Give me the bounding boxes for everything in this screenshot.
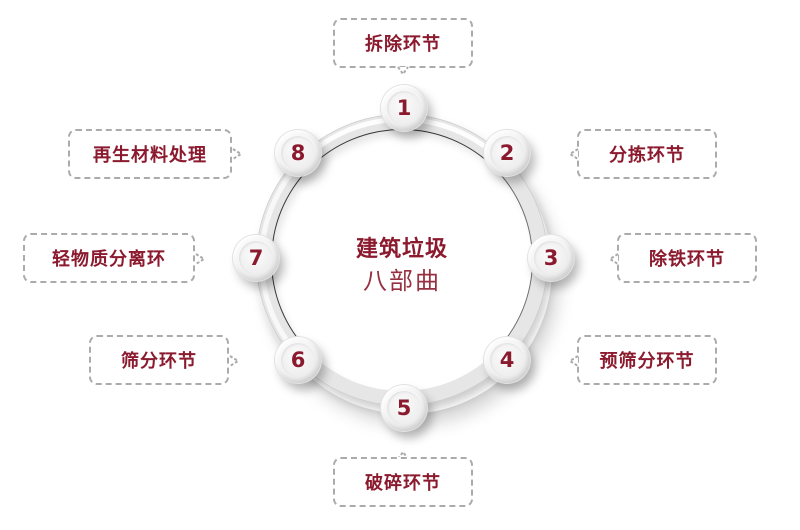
node-step-2: 2 [484, 130, 530, 176]
callout-pointer-down-icon [397, 66, 409, 76]
step-6-label: 筛分环节 [121, 351, 197, 372]
step-4-label: 预筛分环节 [599, 351, 695, 372]
step-7-number: 7 [248, 245, 264, 270]
step-5-label: 破碎环节 [365, 473, 441, 494]
callout-pointer-left-icon [568, 148, 579, 160]
step-7-label: 轻物质分离环 [52, 249, 166, 270]
step-6-number: 6 [290, 347, 306, 372]
callout-step-1: 拆除环节 [333, 18, 473, 68]
step-8-number: 8 [290, 140, 306, 165]
step-8-label: 再生材料处理 [93, 145, 207, 166]
step-3-label: 除铁环节 [649, 249, 725, 270]
step-5-number: 5 [396, 395, 412, 420]
step-4-number: 4 [499, 347, 515, 372]
step-1-number: 1 [396, 95, 412, 120]
callout-step-7: 轻物质分离环 [23, 233, 195, 283]
node-face: 1 [387, 91, 421, 125]
step-2-number: 2 [499, 140, 515, 165]
node-step-4: 4 [484, 337, 530, 383]
node-step-8: 8 [275, 130, 321, 176]
node-step-7: 7 [233, 235, 279, 281]
node-step-5: 5 [381, 385, 427, 431]
step-2-label: 分拣环节 [609, 145, 685, 166]
node-step-3: 3 [528, 235, 574, 281]
center-subtitle: 八部曲 [363, 267, 441, 295]
callout-pointer-right-icon [195, 253, 206, 265]
callout-pointer-right-icon [232, 148, 243, 160]
node-face: 7 [239, 241, 273, 275]
node-face: 3 [534, 241, 568, 275]
callout-step-5: 破碎环节 [333, 457, 473, 507]
node-face: 5 [387, 391, 421, 425]
callout-step-2: 分拣环节 [577, 129, 717, 179]
step-3-number: 3 [543, 245, 559, 270]
node-face: 2 [490, 136, 524, 170]
node-step-1: 1 [381, 85, 427, 131]
callout-step-6: 筛分环节 [89, 335, 229, 385]
center-title: 建筑垃圾 [355, 237, 448, 262]
callout-pointer-left-icon [608, 253, 619, 265]
callout-step-4: 预筛分环节 [577, 335, 717, 385]
callout-step-3: 除铁环节 [617, 233, 757, 283]
node-step-6: 6 [275, 337, 321, 383]
callout-pointer-left-icon [568, 355, 579, 367]
step-1-label: 拆除环节 [365, 34, 441, 55]
callout-pointer-right-icon [229, 355, 240, 367]
node-face: 6 [281, 343, 315, 377]
node-face: 4 [490, 343, 524, 377]
callout-step-8: 再生材料处理 [68, 129, 232, 179]
node-face: 8 [281, 136, 315, 170]
